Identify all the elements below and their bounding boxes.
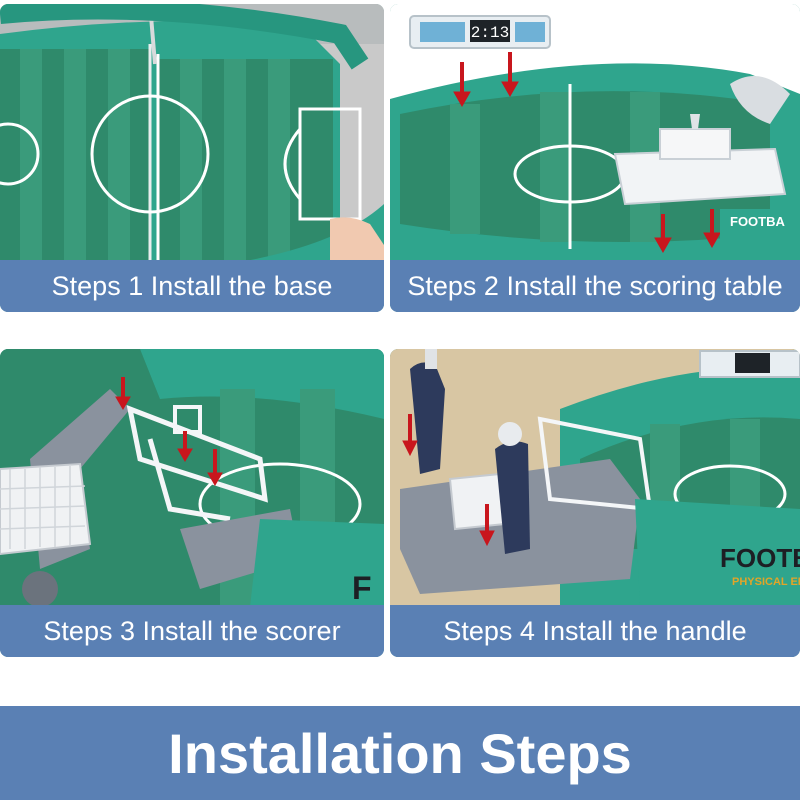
installation-steps-title: Installation Steps (0, 706, 800, 800)
scoreboard-readout: 2:13 (471, 24, 509, 42)
board-brand-partial: F (352, 570, 372, 606)
board-subtitle: PHYSICAL EDUC (732, 576, 800, 588)
step-3-caption: Steps 3 Install the scorer (0, 605, 384, 657)
step-3-panel: F Steps 3 Install the scorer (0, 349, 384, 657)
step-1-panel: Steps 1 Install the base (0, 4, 384, 312)
board-brand-step4: FOOTBA (720, 543, 800, 573)
step-2-caption: Steps 2 Install the scoring table (390, 260, 800, 312)
board-brand-step2: FOOTBA (730, 214, 785, 229)
step-1-caption: Steps 1 Install the base (0, 260, 384, 312)
step-4-photo: FOOTBA PHYSICAL EDUC (390, 349, 800, 607)
step-4-caption: Steps 4 Install the handle (390, 605, 800, 657)
step-1-photo (0, 4, 384, 262)
step-3-photo: F (0, 349, 384, 607)
step-2-photo: 2:13 FOOTBA (390, 4, 800, 262)
step-4-panel: FOOTBA PHYSICAL EDUC Steps 4 Install the… (390, 349, 800, 657)
step-2-panel: 2:13 FOOTBA Steps 2 Install the scoring … (390, 4, 800, 312)
